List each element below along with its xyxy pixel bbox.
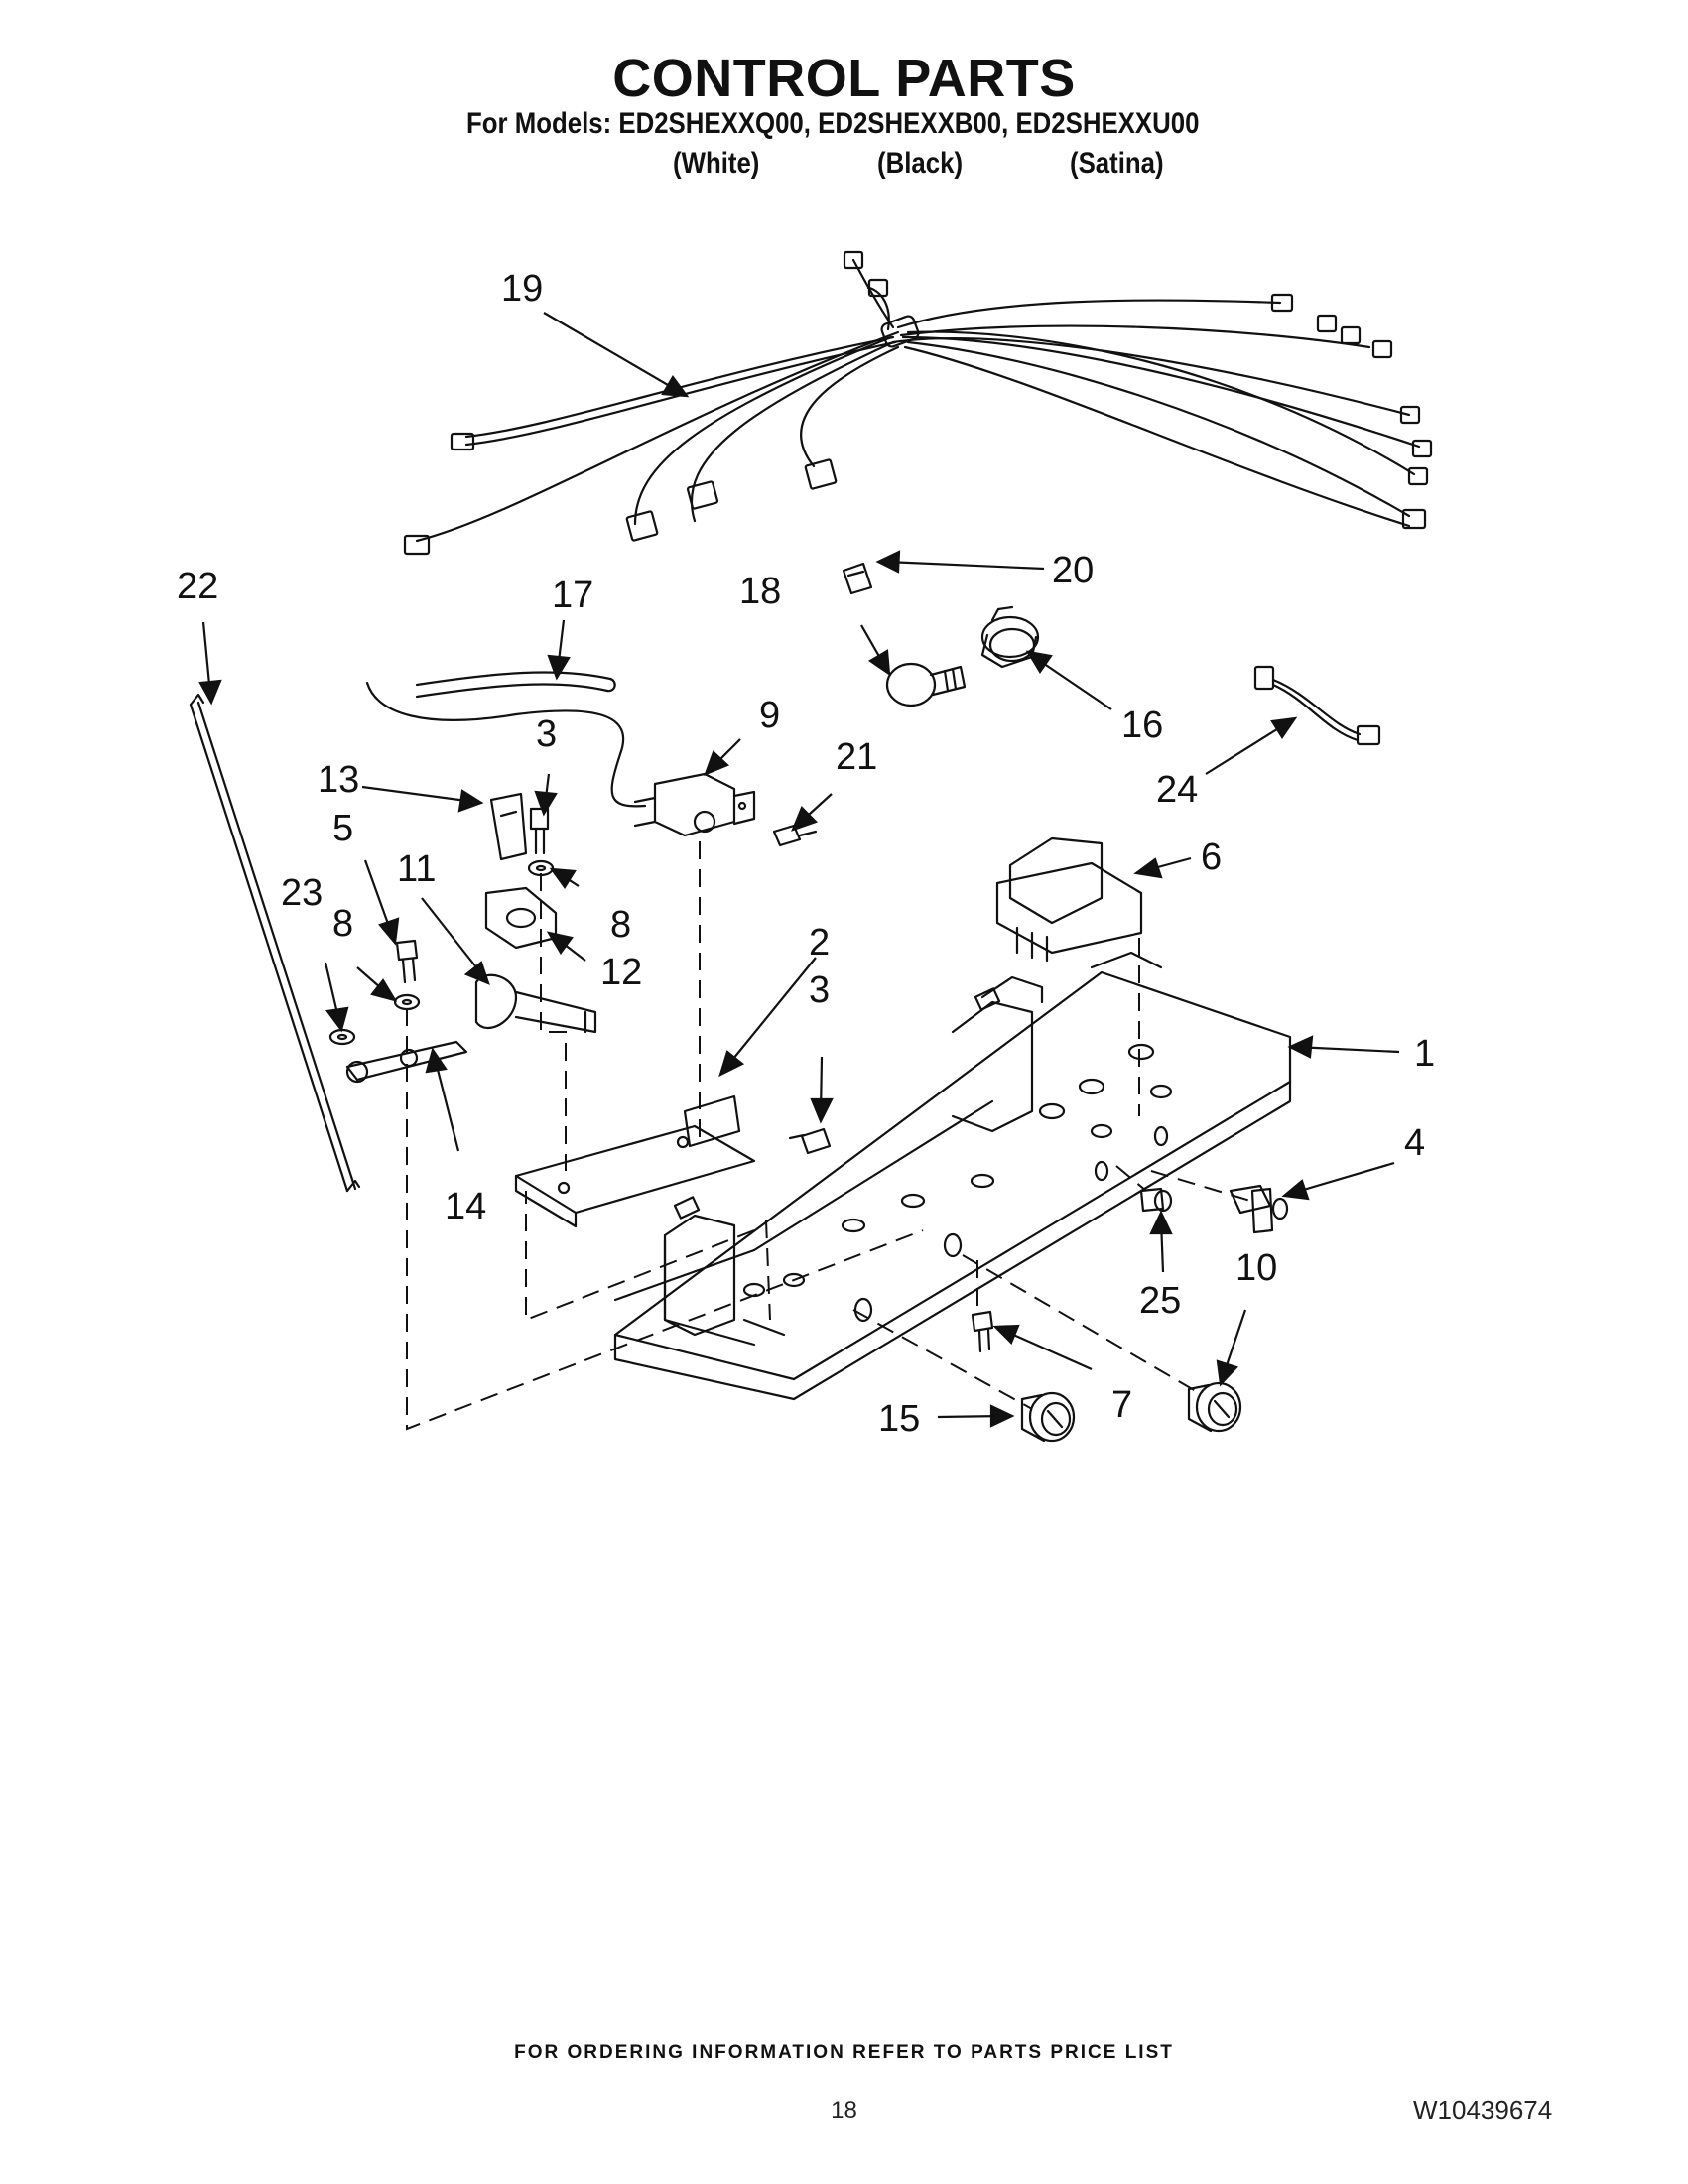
callout-20: 20	[1052, 550, 1094, 591]
light-socket	[980, 605, 1040, 669]
screw-5	[395, 939, 419, 984]
callout-8b: 8	[332, 903, 353, 945]
clip-13	[489, 792, 528, 861]
washer-8a	[527, 859, 555, 877]
light-bulb	[885, 662, 967, 707]
callout-15: 15	[878, 1398, 920, 1440]
callout-13: 13	[318, 759, 359, 801]
leader-arrows	[198, 312, 1400, 1428]
callout-1: 1	[1414, 1033, 1435, 1075]
callout-10: 10	[1235, 1247, 1277, 1289]
button-25	[1139, 1187, 1173, 1213]
page-title: CONTROL PARTS	[612, 49, 1076, 108]
bracket-12	[484, 886, 558, 950]
capillary-tube	[365, 671, 647, 808]
callout-21: 21	[836, 736, 877, 778]
transformer	[995, 836, 1143, 963]
callout-25: 25	[1139, 1280, 1181, 1322]
wire-harness	[403, 250, 1433, 556]
callout-12: 12	[600, 952, 642, 993]
callout-9: 9	[759, 695, 780, 736]
callout-16: 16	[1121, 705, 1163, 746]
callout-5: 5	[332, 808, 353, 849]
knob-shaft-11	[474, 973, 597, 1034]
color-label-white: (White)	[673, 147, 760, 180]
callout-labels: 1 2 3 3 4 5 6 7 8 8 9 10 11 12 13 14 15 …	[177, 268, 1435, 1440]
callout-14: 14	[445, 1186, 486, 1227]
screw-21	[772, 824, 818, 847]
page-number: 18	[831, 2097, 857, 2123]
callout-22: 22	[177, 566, 218, 607]
washer-8b	[393, 993, 421, 1011]
callout-4: 4	[1404, 1122, 1425, 1164]
screw-3a	[529, 807, 550, 855]
screw-7	[971, 1310, 994, 1353]
callout-24: 24	[1156, 769, 1198, 811]
callout-18: 18	[739, 571, 781, 612]
washer-23	[328, 1028, 356, 1046]
callout-23: 23	[281, 872, 323, 914]
wire-jumper	[1253, 665, 1381, 746]
button-15	[1020, 1391, 1076, 1443]
ordering-info-note: FOR ORDERING INFORMATION REFER TO PARTS …	[514, 2042, 1174, 2063]
callout-8a: 8	[610, 904, 631, 946]
thermostat-control	[633, 772, 756, 837]
lever-14	[345, 1040, 468, 1084]
screw-3b	[788, 1127, 832, 1155]
color-label-black: (Black)	[877, 147, 964, 180]
callout-7: 7	[1111, 1384, 1132, 1426]
callout-19: 19	[501, 268, 543, 310]
assembly-lines	[406, 841, 1251, 1431]
color-label-satina: (Satina)	[1070, 147, 1164, 180]
callout-11: 11	[397, 848, 436, 890]
bracket-clip	[842, 562, 873, 595]
callout-2: 2	[809, 922, 830, 964]
models-line: For Models: ED2SHEXXQ00, ED2SHEXXB00, ED…	[466, 107, 1200, 140]
button-10	[1187, 1381, 1242, 1433]
document-number: W10439674	[1413, 2095, 1553, 2124]
callout-3a: 3	[536, 713, 557, 755]
rod-22	[189, 693, 361, 1193]
mounting-bracket	[514, 1094, 756, 1228]
callout-17: 17	[552, 575, 593, 616]
callout-6: 6	[1201, 836, 1222, 878]
switch-4	[1229, 1184, 1289, 1234]
callout-3b: 3	[809, 969, 830, 1011]
control-housing	[613, 951, 1292, 1401]
